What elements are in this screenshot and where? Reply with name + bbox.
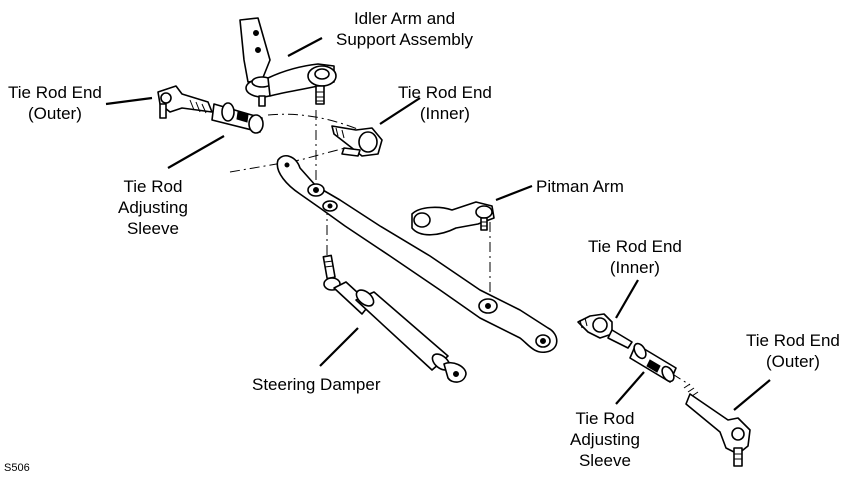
- label-tie-rod-end-outer-right: Tie Rod End (Outer): [746, 331, 840, 371]
- leader-adjusting-sleeve-right: [615, 371, 645, 405]
- leader-idler-arm: [287, 37, 323, 57]
- label-adjusting-sleeve-left: Tie Rod Adjusting Sleeve: [118, 177, 188, 238]
- label-idler-arm: Idler Arm and Support Assembly: [336, 9, 474, 49]
- leader-tie-rod-end-inner-top: [379, 97, 421, 125]
- figure-code: S506: [4, 462, 30, 474]
- steering-damper: [322, 254, 467, 383]
- leader-steering-damper: [319, 327, 359, 367]
- label-steering-damper: Steering Damper: [252, 375, 381, 394]
- leader-tie-rod-end-inner-right: [615, 279, 639, 319]
- label-pitman-arm: Pitman Arm: [536, 177, 624, 196]
- label-tie-rod-end-inner-top: Tie Rod End (Inner): [398, 83, 492, 123]
- label-adjusting-sleeve-right: Tie Rod Adjusting Sleeve: [570, 409, 640, 470]
- leader-tie-rod-end-outer-left: [105, 96, 153, 106]
- tie-rod-end-inner-top: [331, 125, 383, 157]
- leader-adjusting-sleeve-left: [167, 135, 225, 169]
- idler-arm-assembly: [239, 17, 337, 107]
- label-tie-rod-end-outer-left: Tie Rod End (Outer): [8, 83, 102, 123]
- center-link: [276, 155, 558, 354]
- leader-lines: [105, 37, 771, 411]
- tie-rod-end-outer-right: [683, 383, 751, 467]
- label-tie-rod-end-inner-right: Tie Rod End (Inner): [588, 237, 682, 277]
- leader-tie-rod-end-outer-right: [733, 379, 771, 411]
- leader-pitman-arm: [495, 184, 533, 202]
- pitman-arm: [411, 201, 495, 236]
- adjusting-sleeve-left: [211, 102, 264, 134]
- adjusting-sleeve-right: [629, 342, 677, 383]
- tie-rod-end-inner-right: [577, 313, 633, 349]
- tie-rod-end-outer-left: [157, 85, 213, 119]
